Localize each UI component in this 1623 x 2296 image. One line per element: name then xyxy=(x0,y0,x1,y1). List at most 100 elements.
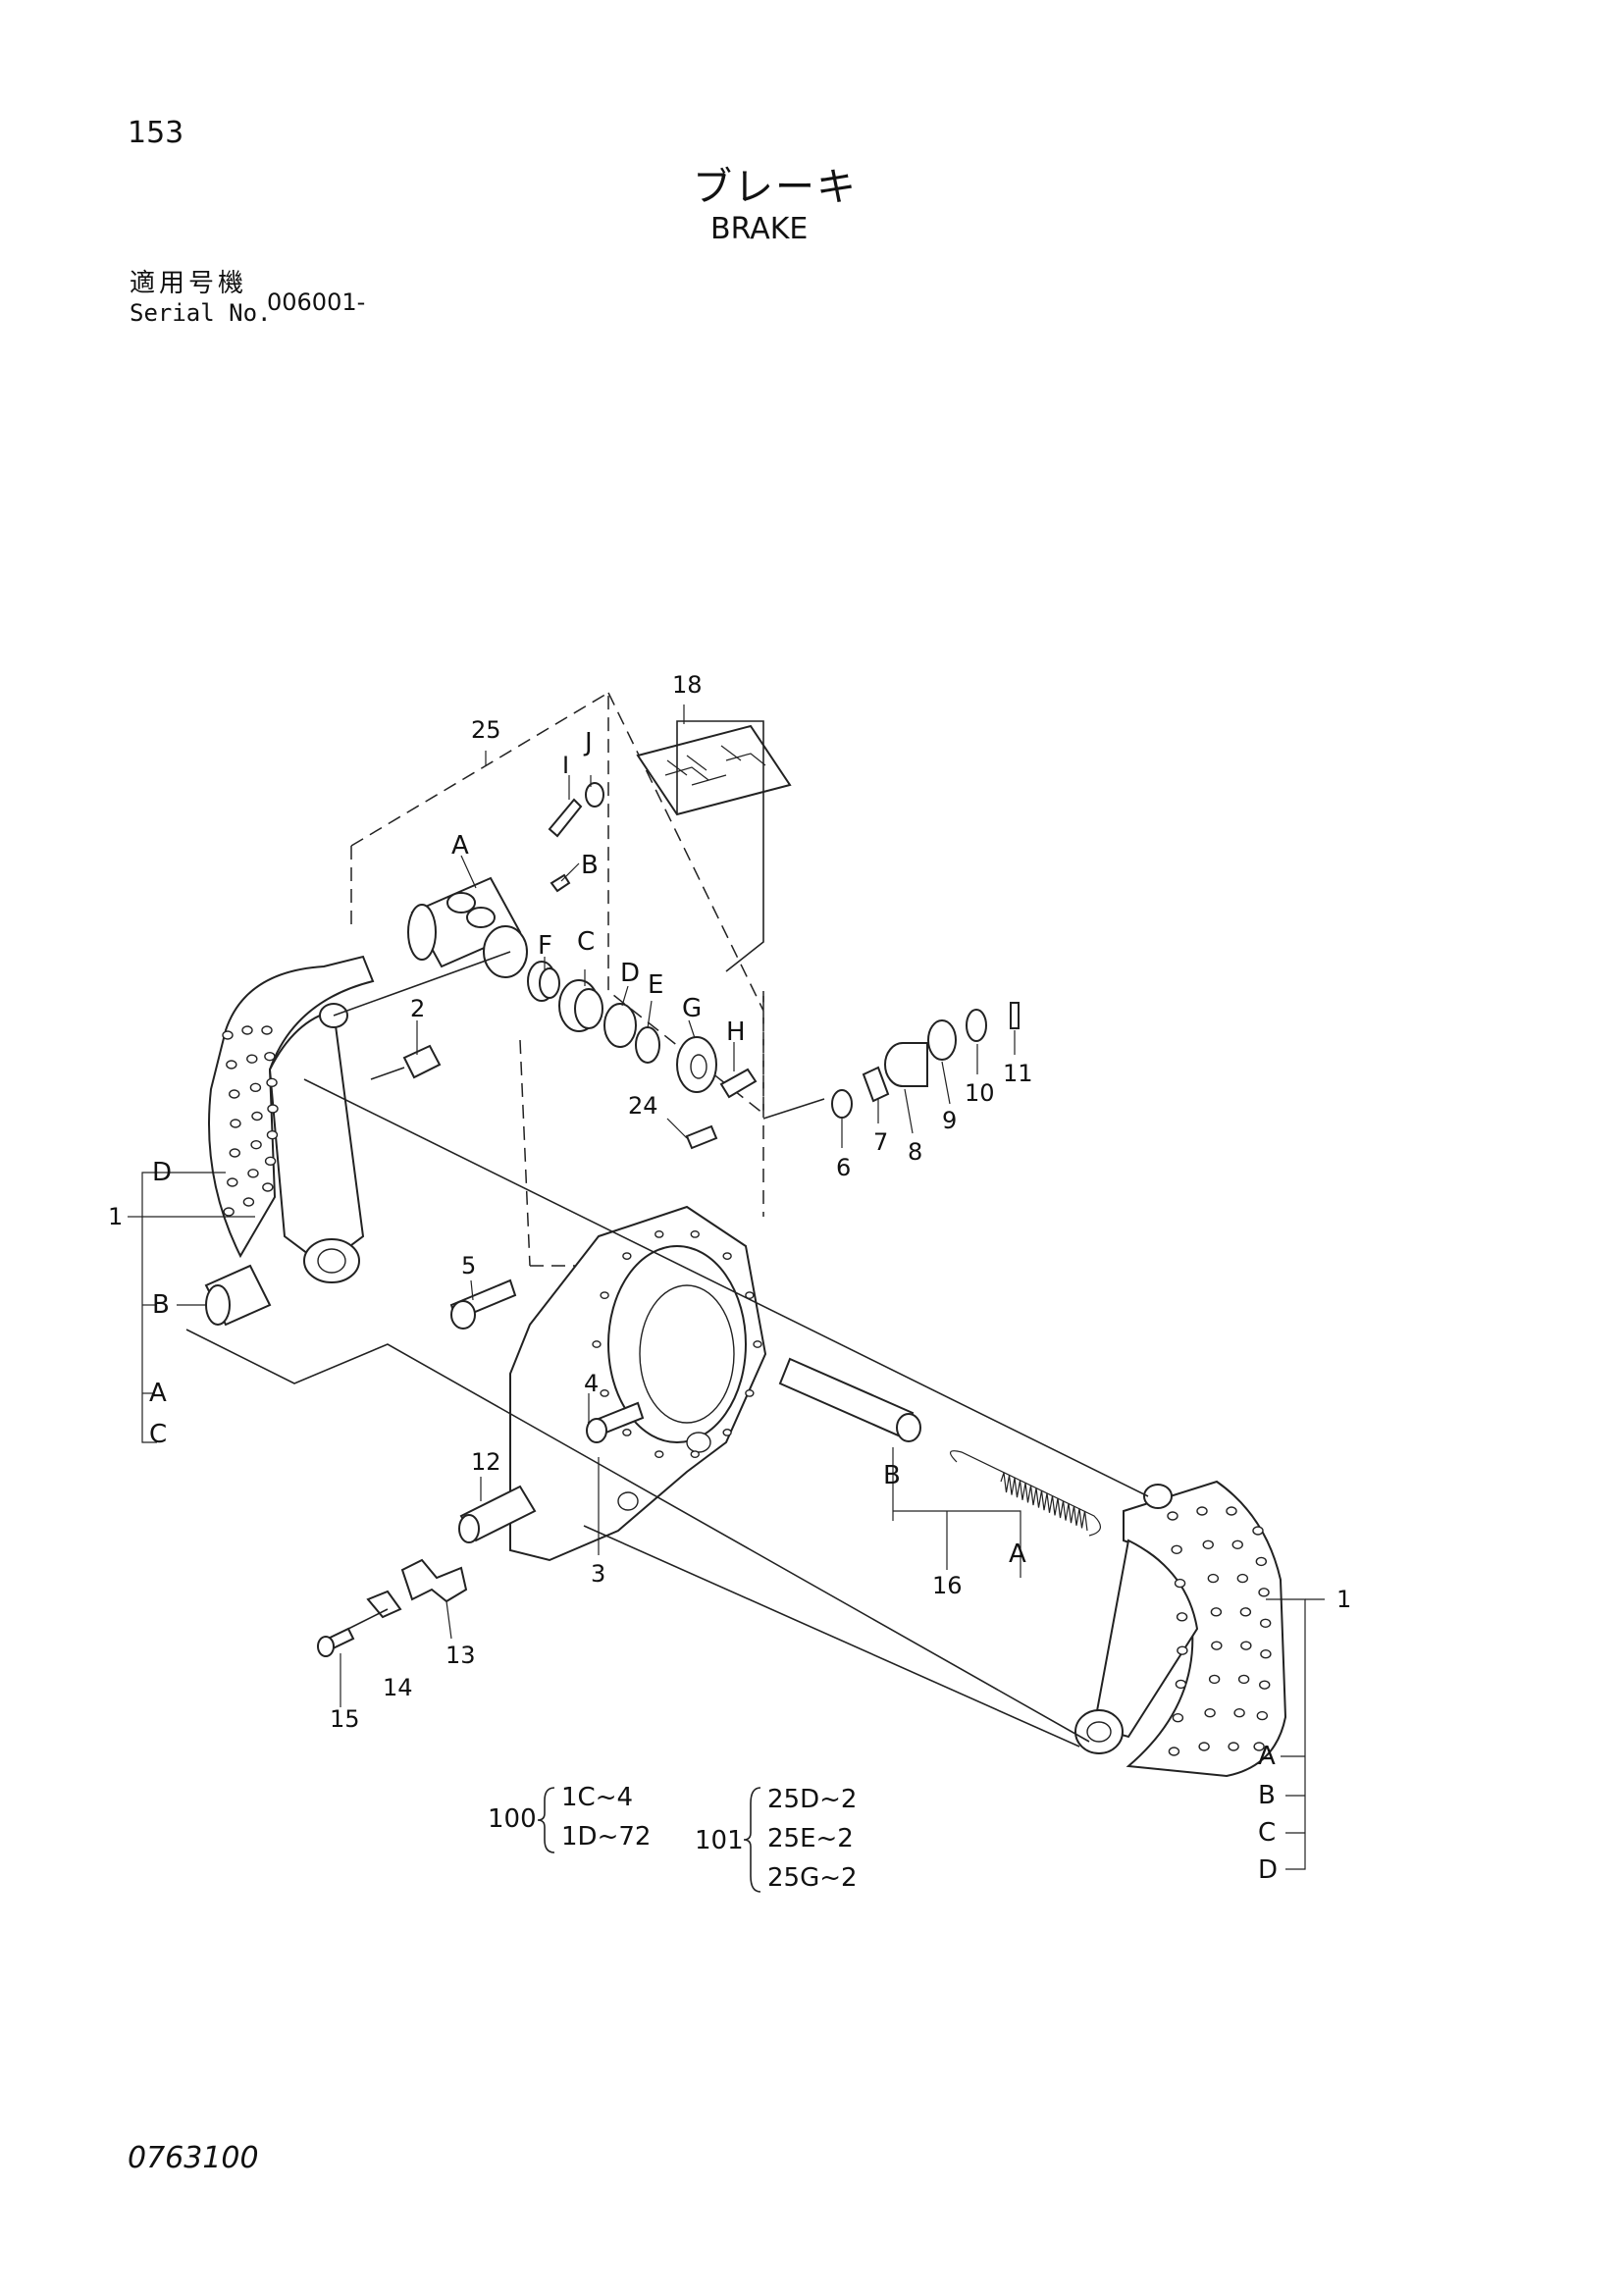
rivet-hole xyxy=(262,1182,274,1192)
rivet-hole xyxy=(1211,1641,1223,1650)
rivet-hole xyxy=(1174,1578,1186,1589)
callout-h: H xyxy=(726,1018,746,1047)
callout-c-left: C xyxy=(149,1420,167,1449)
rivet-hole xyxy=(223,1207,235,1217)
left-shoe-rivet-holes xyxy=(222,1025,279,1217)
rivet-hole xyxy=(247,1169,259,1178)
callout-16: 16 xyxy=(932,1572,963,1599)
callout-j: J xyxy=(583,728,593,757)
anchor-pin-part-2 xyxy=(402,1044,442,1079)
serial-label: Serial No. xyxy=(130,299,272,327)
callout-24: 24 xyxy=(628,1092,658,1120)
callout-1-right: 1 xyxy=(1336,1586,1351,1613)
backing-plate xyxy=(509,1205,767,1562)
cylinder-bolt-part xyxy=(550,873,571,893)
rivet-hole xyxy=(261,1025,273,1035)
callout-b-link: B xyxy=(883,1461,901,1490)
rivet-hole xyxy=(600,1388,609,1397)
rivet-hole xyxy=(1167,1511,1178,1521)
callout-15: 15 xyxy=(330,1705,360,1733)
rivet-hole xyxy=(600,1291,609,1300)
callout-8: 8 xyxy=(908,1138,922,1166)
callout-18: 18 xyxy=(672,671,703,699)
lining-leader xyxy=(676,720,764,972)
rivet-hole xyxy=(1208,1674,1221,1685)
kit-101-number: 101 xyxy=(695,1826,744,1855)
rivet-hole xyxy=(1240,1641,1252,1650)
callout-e: E xyxy=(648,970,663,1000)
assembly-leader-lines xyxy=(185,951,1149,1748)
rivet-hole xyxy=(264,1156,277,1167)
rivet-hole xyxy=(266,1077,278,1088)
callout-c-right: C xyxy=(1258,1818,1276,1848)
rivet-hole xyxy=(753,1340,762,1348)
callout-9: 9 xyxy=(942,1107,957,1134)
rivet-hole xyxy=(229,1089,240,1099)
callout-b-cylinder: B xyxy=(581,851,599,880)
rivet-hole xyxy=(251,1111,263,1122)
rivet-hole xyxy=(745,1388,755,1397)
rivet-hole xyxy=(1259,1680,1271,1690)
rivet-hole xyxy=(1171,1544,1182,1554)
rivet-hole xyxy=(1198,1742,1210,1751)
pin-part-12 xyxy=(458,1485,537,1543)
rivet-hole xyxy=(654,1229,664,1238)
callout-6: 6 xyxy=(836,1154,851,1181)
rivet-hole xyxy=(722,1252,732,1260)
boot-part-g xyxy=(676,1036,717,1093)
callout-c-cylinder: C xyxy=(577,927,595,957)
bolt-part-5 xyxy=(449,1278,517,1330)
rivet-hole xyxy=(1239,1607,1252,1617)
adjuster-link-part xyxy=(778,1357,921,1442)
backing-plate-bolt-holes xyxy=(592,1229,762,1459)
callout-b-left: B xyxy=(152,1290,170,1320)
spacer-part-d xyxy=(603,1003,637,1048)
document-number: 0763100 xyxy=(128,2141,259,2175)
callout-i: I xyxy=(562,752,569,779)
rivet-hole xyxy=(264,1051,276,1062)
rivet-hole xyxy=(1236,1573,1249,1584)
kit-100-brace xyxy=(537,1787,555,1853)
rivet-hole xyxy=(1176,1612,1188,1622)
piston-cup-part xyxy=(527,961,560,1002)
rivet-hole xyxy=(1226,1506,1237,1516)
bolt-part-4 xyxy=(586,1401,645,1443)
page-title: BRAKE xyxy=(710,212,809,246)
callout-a-right: A xyxy=(1258,1742,1276,1771)
bleeder-screw-part xyxy=(548,782,604,838)
right-shoe-rivet-holes xyxy=(1167,1506,1272,1756)
rivet-hole xyxy=(1202,1539,1214,1549)
serial-range: 006001- xyxy=(267,288,366,316)
seal-part-10 xyxy=(966,1009,987,1042)
rivet-hole xyxy=(1196,1506,1208,1516)
callout-12: 12 xyxy=(471,1448,501,1476)
rivet-hole xyxy=(267,1104,279,1114)
rivet-hole xyxy=(242,1197,255,1207)
callout-f: F xyxy=(538,931,552,961)
kit-101-item: 25E~2 xyxy=(767,1824,854,1853)
callout-2: 2 xyxy=(410,995,425,1022)
rivet-hole xyxy=(690,1450,700,1459)
rivet-hole xyxy=(622,1252,632,1260)
rivet-hole xyxy=(1207,1573,1220,1584)
rivet-hole xyxy=(227,1177,238,1187)
piston-part xyxy=(558,979,603,1032)
bushing-part xyxy=(204,1264,272,1327)
callout-13: 13 xyxy=(445,1642,476,1669)
rivet-hole xyxy=(745,1291,755,1300)
page-title-japanese: ブレーキ xyxy=(693,165,858,210)
kit-100-item: 1C~4 xyxy=(561,1783,633,1812)
callout-d-left: D xyxy=(152,1158,172,1187)
rivet-hole xyxy=(250,1139,262,1150)
rivet-hole xyxy=(246,1054,258,1064)
kit-101-item: 25G~2 xyxy=(767,1863,858,1893)
rivet-hole xyxy=(226,1060,237,1070)
rivet-hole xyxy=(622,1429,632,1436)
callout-b-right: B xyxy=(1258,1781,1276,1810)
rivet-hole xyxy=(1256,1710,1269,1721)
pin-part-11 xyxy=(1010,1002,1020,1029)
callout-d-cylinder: D xyxy=(620,959,640,988)
rivet-hole xyxy=(1260,1649,1272,1659)
callout-10: 10 xyxy=(965,1079,995,1107)
